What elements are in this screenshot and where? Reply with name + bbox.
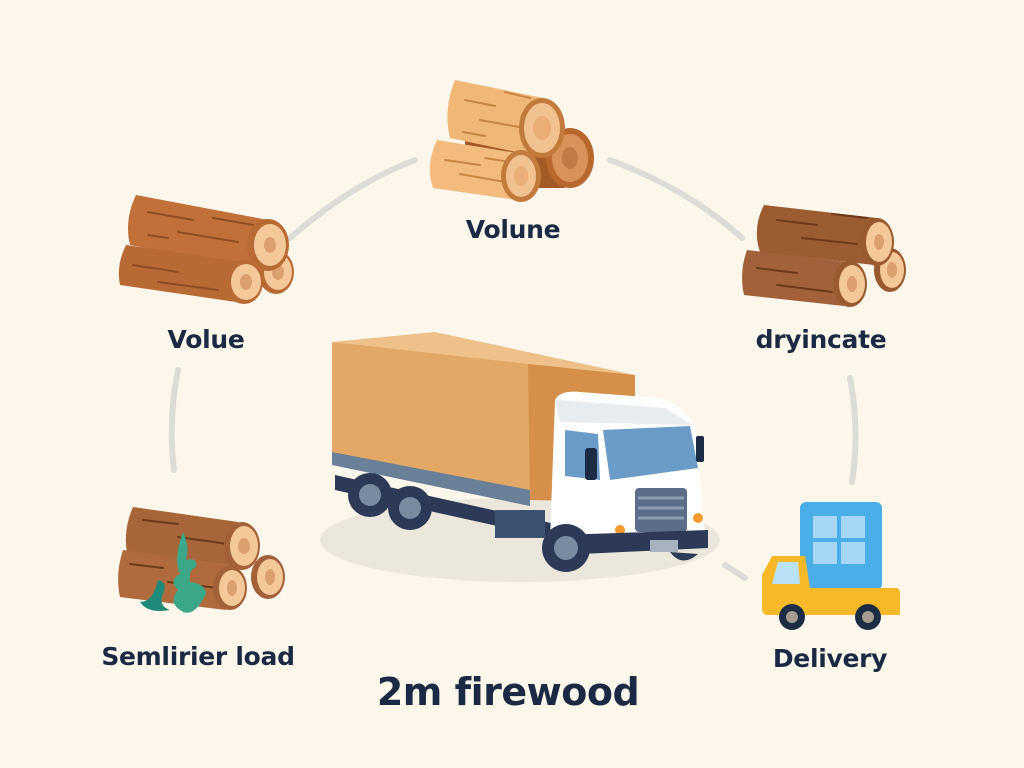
- connector-truck-delivery: [722, 562, 748, 581]
- node-label-upper-left: Volue: [167, 325, 245, 354]
- node-label-upper-right: dryincate: [755, 325, 887, 354]
- connector-top-upperright: [607, 157, 745, 241]
- log-pile-light-icon: [429, 80, 594, 202]
- connector-upperright-lowerright: [847, 375, 859, 485]
- log-pile-medium-icon: [118, 195, 294, 304]
- node-label-lower-left: Semlirier load: [101, 642, 295, 671]
- delivery-truck-icon: [762, 502, 900, 630]
- box-truck-icon: [320, 332, 720, 582]
- connector-upperleft-lowerleft: [168, 367, 181, 473]
- node-label-top: Volune: [465, 215, 561, 244]
- log-pile-dark-icon: [742, 205, 906, 307]
- connector-upperleft-top: [287, 157, 418, 241]
- log-pile-with-plant-icon: [118, 507, 285, 613]
- node-label-lower-right: Delivery: [772, 644, 888, 673]
- diagram-title: 2m firewood: [376, 670, 640, 714]
